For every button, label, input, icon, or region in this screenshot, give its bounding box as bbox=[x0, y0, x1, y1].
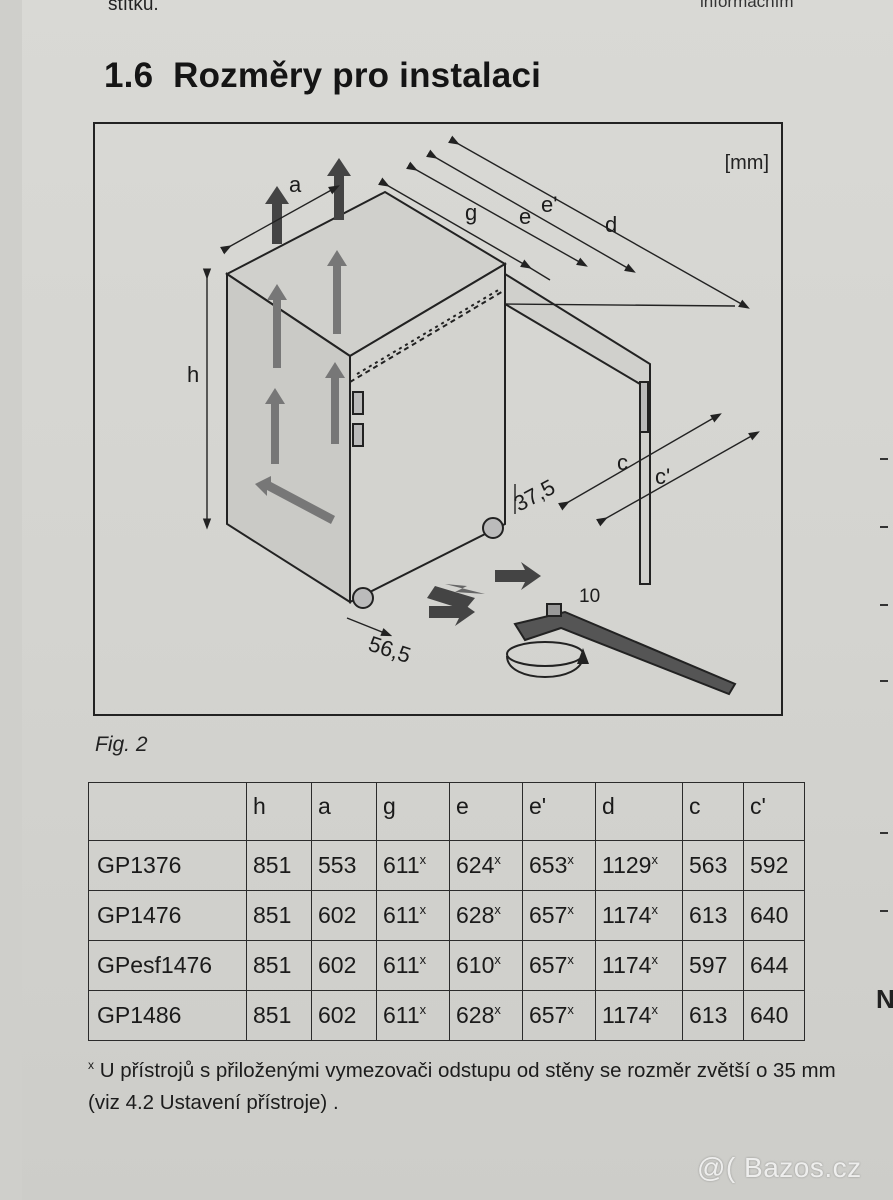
table-cell: 602 bbox=[311, 890, 377, 941]
section-number: 1.6 bbox=[104, 56, 154, 95]
table-cell: 657x bbox=[522, 890, 596, 941]
model-cell: GP1486 bbox=[88, 990, 247, 1041]
table-cell: 653x bbox=[522, 840, 596, 891]
table-cell: 613 bbox=[682, 890, 744, 941]
table-cell: 851 bbox=[246, 840, 312, 891]
label-56-5: 56,5 bbox=[365, 631, 413, 668]
table-row: GP1376 851 553 611x 624x 653x 1129x 563 … bbox=[88, 840, 805, 891]
table-row: GP1486 851 602 611x 628x 657x 1174x 613 … bbox=[88, 990, 805, 1041]
wrench-detail bbox=[506, 603, 737, 696]
edge-mark bbox=[880, 680, 888, 682]
top-text-fragment: štítku. bbox=[108, 0, 159, 15]
header-cell: d bbox=[595, 782, 683, 841]
footnote-mark: x bbox=[88, 1058, 94, 1072]
label-c: c bbox=[617, 450, 628, 475]
table-cell: 611x bbox=[376, 840, 450, 891]
table-cell: 1174x bbox=[595, 890, 683, 941]
footnote-text: U přístrojů s přiloženými vymezovači ods… bbox=[88, 1058, 836, 1114]
wall-panel bbox=[504, 272, 651, 585]
dimension-lines bbox=[202, 135, 760, 637]
label-c-prime: c' bbox=[655, 464, 670, 489]
label-h: h bbox=[187, 362, 199, 387]
table-row: GP1476 851 602 611x 628x 657x 1174x 613 … bbox=[88, 890, 805, 941]
table-cell: 628x bbox=[449, 990, 523, 1041]
edge-mark bbox=[880, 910, 888, 912]
label-e-prime: e' bbox=[541, 192, 557, 217]
label-g: g bbox=[465, 200, 477, 225]
table-cell: 610x bbox=[449, 940, 523, 991]
footnote: x U přístrojů s přiloženými vymezovači o… bbox=[88, 1049, 858, 1119]
table-cell: 592 bbox=[743, 840, 805, 891]
edge-mark bbox=[880, 458, 888, 460]
label-d: d bbox=[605, 212, 617, 237]
model-cell: GP1476 bbox=[88, 890, 247, 941]
edge-mark bbox=[880, 526, 888, 528]
header-cell: c' bbox=[743, 782, 805, 841]
table-cell: 553 bbox=[311, 840, 377, 891]
header-cell: e' bbox=[522, 782, 596, 841]
table-cell: 644 bbox=[743, 940, 805, 991]
edge-mark bbox=[880, 832, 888, 834]
table-cell: 611x bbox=[376, 940, 450, 991]
installation-dimensions-figure: [mm] bbox=[93, 122, 783, 716]
table-cell: 640 bbox=[743, 890, 805, 941]
table-cell: 1174x bbox=[595, 940, 683, 991]
figure-caption: Fig. 2 bbox=[95, 733, 148, 756]
table-cell: 563 bbox=[682, 840, 744, 891]
table-cell: 611x bbox=[376, 890, 450, 941]
header-cell bbox=[88, 782, 247, 841]
table-cell: 613 bbox=[682, 990, 744, 1041]
bazos-watermark: @( Bazos.cz bbox=[697, 1152, 862, 1183]
header-cell: e bbox=[449, 782, 523, 841]
table-cell: 657x bbox=[522, 940, 596, 991]
table-cell: 628x bbox=[449, 890, 523, 941]
table-cell: 851 bbox=[246, 890, 312, 941]
table-cell: 851 bbox=[246, 940, 312, 991]
table-cell: 602 bbox=[311, 990, 377, 1041]
header-cell: g bbox=[376, 782, 450, 841]
top-right-text-fragment: informačním bbox=[700, 0, 794, 11]
label-37-5: 37,5 bbox=[510, 474, 560, 516]
table-cell: 1174x bbox=[595, 990, 683, 1041]
section-heading: 1.6 Rozměry pro instalaci bbox=[104, 56, 541, 96]
header-cell: h bbox=[246, 782, 312, 841]
table-cell: 657x bbox=[522, 990, 596, 1041]
edge-mark bbox=[880, 604, 888, 606]
section-title: Rozměry pro instalaci bbox=[173, 56, 542, 95]
table-cell: 851 bbox=[246, 990, 312, 1041]
header-cell: c bbox=[682, 782, 744, 841]
table-cell: 624x bbox=[449, 840, 523, 891]
table-cell: 611x bbox=[376, 990, 450, 1041]
model-cell: GP1376 bbox=[88, 840, 247, 891]
label-10: 10 bbox=[579, 586, 600, 607]
label-a: a bbox=[289, 172, 302, 197]
freezer-drawing: a g e e' d h c c' 37,5 56,5 10 bbox=[187, 135, 760, 696]
dimensions-table: h a g e e' d c c' GP1376 851 553 611x 62… bbox=[88, 782, 805, 1041]
edge-letter: N bbox=[876, 984, 893, 1014]
label-e: e bbox=[519, 204, 531, 229]
model-cell: GPesf1476 bbox=[88, 940, 247, 991]
table-row: GPesf1476 851 602 611x 610x 657x 1174x 5… bbox=[88, 940, 805, 991]
table-header-row: h a g e e' d c c' bbox=[88, 782, 805, 841]
table-cell: 1129x bbox=[595, 840, 683, 891]
table-cell: 602 bbox=[311, 940, 377, 991]
table-cell: 597 bbox=[682, 940, 744, 991]
header-cell: a bbox=[311, 782, 377, 841]
table-cell: 640 bbox=[743, 990, 805, 1041]
